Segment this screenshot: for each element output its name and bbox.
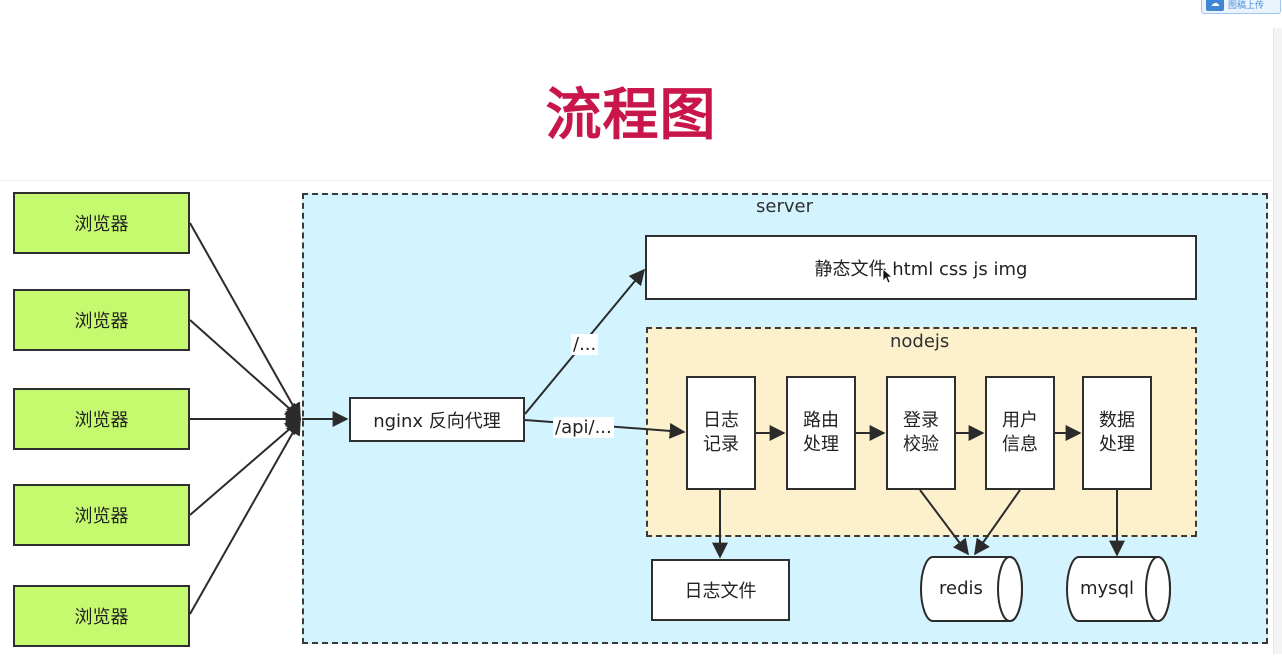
- edge-label-static: /...: [571, 334, 599, 355]
- edge-label-api: /api/...: [553, 417, 614, 438]
- edge-browser2-to-nginx: [189, 319, 302, 420]
- mouse-cursor-icon: [882, 268, 892, 284]
- edge-browser1-to-nginx: [189, 222, 301, 420]
- nodejs-zone-label: nodejs: [890, 331, 950, 352]
- edge-browser4-to-nginx: [189, 418, 302, 516]
- redis-cylinder: [920, 556, 1023, 622]
- scrollbar[interactable]: [1273, 28, 1282, 654]
- stage-data-processing: 数据 处理: [1082, 376, 1152, 490]
- divider: [0, 180, 1280, 181]
- mysql-cylinder: [1066, 556, 1171, 622]
- log-file-box: 日志文件: [651, 559, 790, 621]
- stage-routing: 路由 处理: [786, 376, 856, 490]
- browser-box-5: 浏览器: [13, 585, 190, 647]
- browser-box-1: 浏览器: [13, 192, 190, 254]
- redis-label: redis: [939, 578, 983, 599]
- edge-browser5-to-nginx: [189, 418, 301, 615]
- nginx-proxy-box: nginx 反向代理: [349, 397, 525, 442]
- mysql-label: mysql: [1080, 578, 1134, 599]
- edge-userinfo-to-redis: [974, 489, 1021, 556]
- upload-widget-label: 图稿上传: [1228, 0, 1265, 11]
- server-zone-label: server: [756, 196, 813, 217]
- browser-box-3: 浏览器: [13, 388, 190, 450]
- stage-login-check: 登录 校验: [886, 376, 956, 490]
- edge-login-to-redis: [919, 489, 969, 556]
- page-title: 流程图: [545, 83, 717, 148]
- static-files-box: 静态文件 html css js img: [645, 235, 1197, 300]
- browser-box-4: 浏览器: [13, 484, 190, 546]
- upload-widget[interactable]: ☁ 图稿上传: [1201, 0, 1281, 14]
- cloud-upload-icon: ☁: [1206, 0, 1224, 11]
- stage-user-info: 用户 信息: [985, 376, 1055, 490]
- stage-log-record: 日志 记录: [686, 376, 756, 490]
- browser-box-2: 浏览器: [13, 289, 190, 351]
